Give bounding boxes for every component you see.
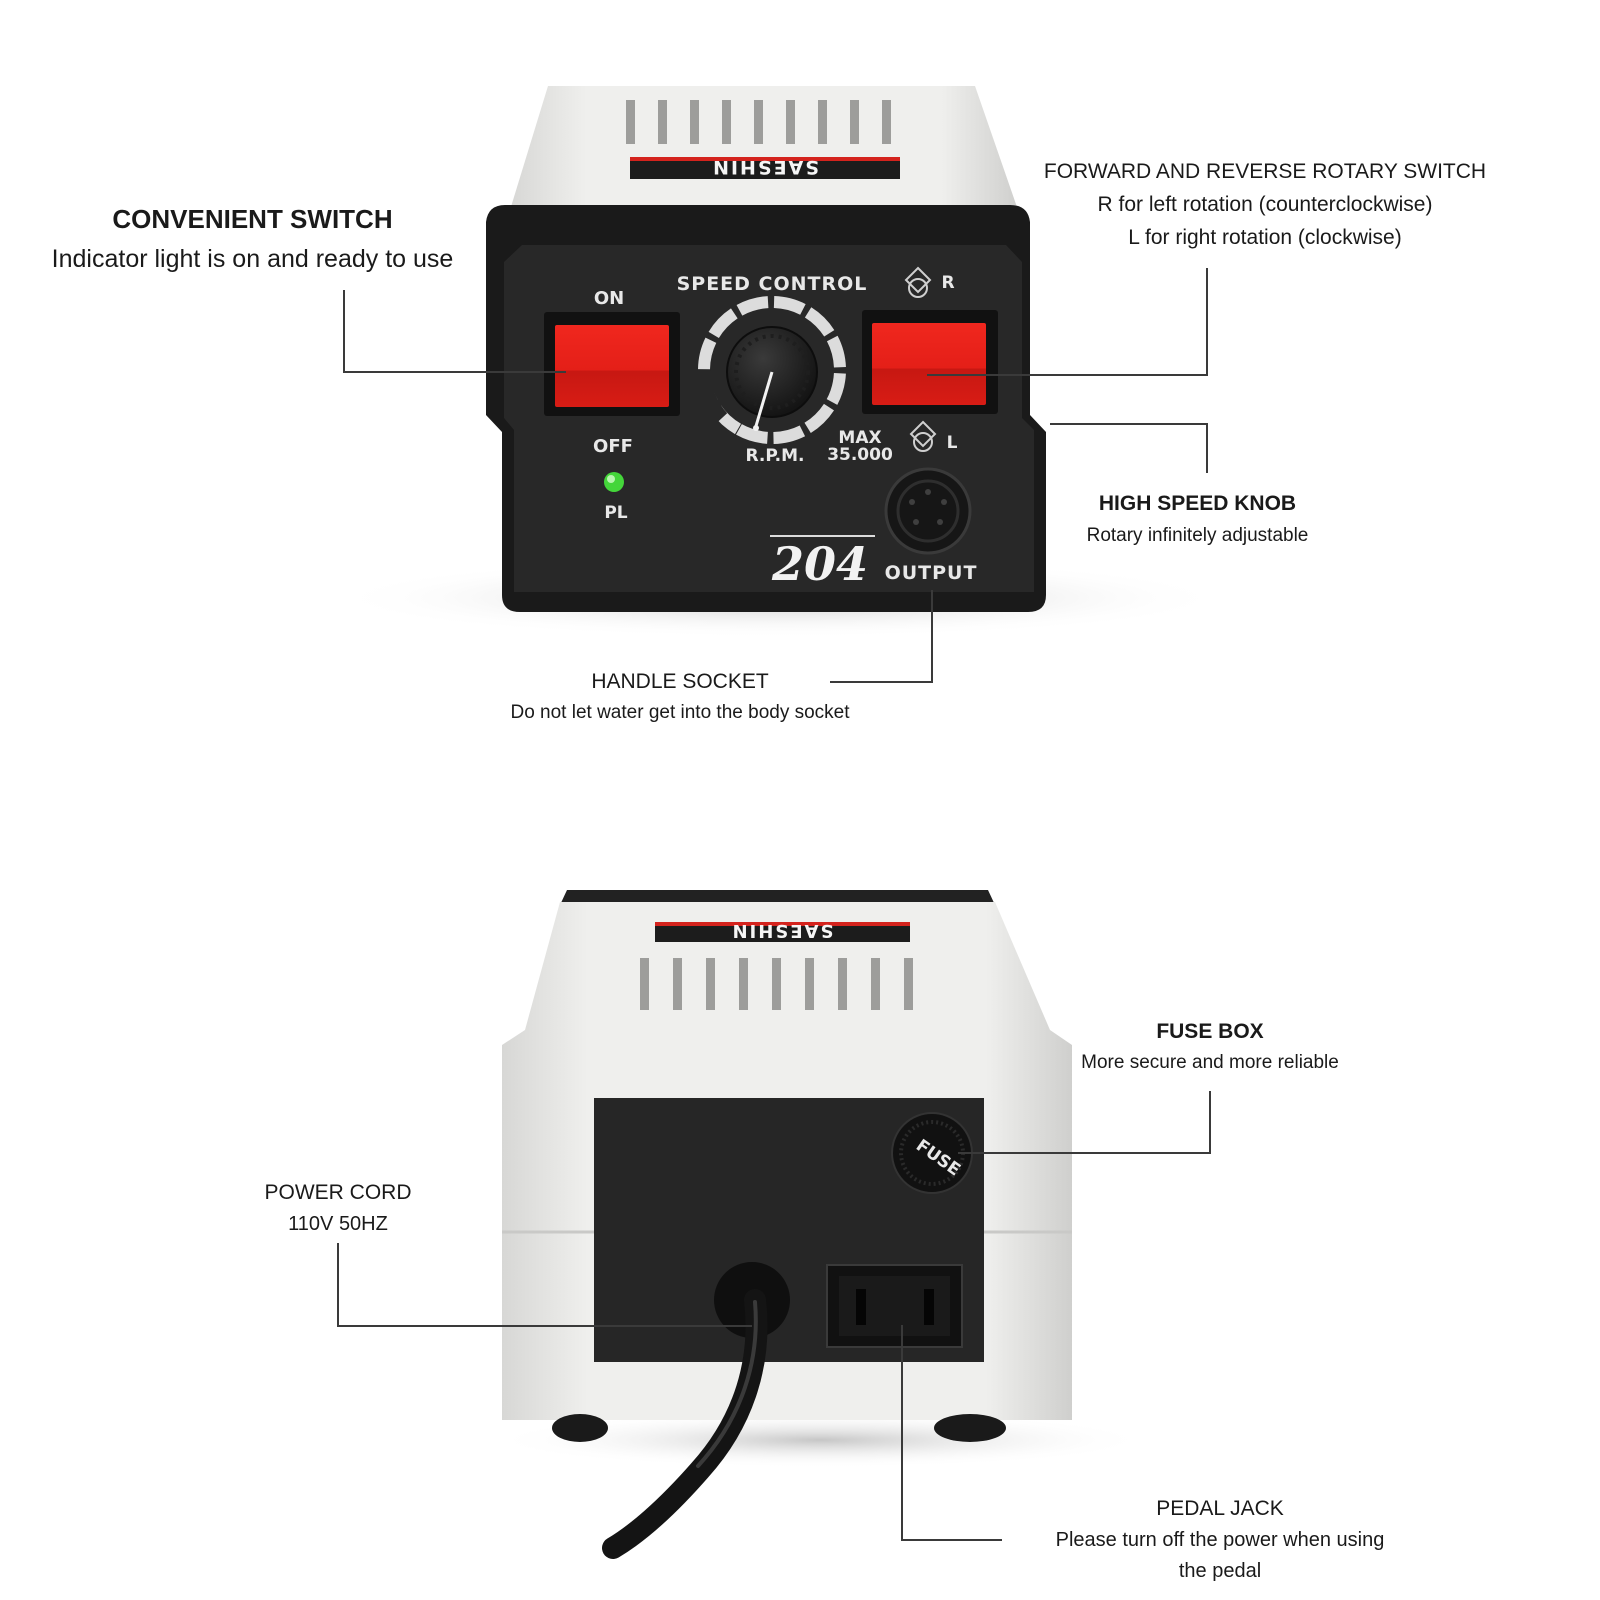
convenient-switch-desc: Indicator light is on and ready to use: [51, 245, 454, 273]
model-number: 204: [771, 537, 868, 591]
rear-foot-right: [934, 1414, 1006, 1442]
power-cord-highlight: [696, 1300, 758, 1468]
max-label: MAX: [838, 428, 881, 448]
rear-brand-text: SAESHIN: [731, 920, 834, 941]
speed-control-label: SPEED CONTROL: [677, 273, 868, 295]
leader-power-cord: [337, 1243, 752, 1327]
rotary-switch-title: FORWARD AND REVERSE ROTARY SWITCH: [1043, 160, 1487, 183]
speed-dial-scale: [697, 296, 846, 444]
speed-knob-pointer-dot: [753, 425, 759, 431]
pl-label: PL: [604, 503, 627, 523]
indicator-light: [604, 472, 624, 492]
handle-socket-pins: [909, 489, 947, 525]
off-label: OFF: [593, 436, 633, 457]
front-unit: SAESHIN ON OFF PL SPEED CONTROL R.P.M. M…: [330, 86, 1230, 638]
speed-knob-pointer: [754, 371, 774, 427]
front-vent-slots: [626, 100, 891, 144]
rpm-label: R.P.M.: [745, 446, 804, 466]
l-label: L: [947, 433, 958, 453]
leader-rotary-switch: [927, 268, 1208, 376]
speed-knob-title: HIGH SPEED KNOB: [1098, 492, 1297, 515]
pedal-jack-slot-left: [856, 1289, 866, 1325]
output-label: OUTPUT: [885, 562, 978, 584]
pedal-jack-title: PEDAL JACK: [1156, 1497, 1284, 1520]
handle-socket-title: HANDLE SOCKET: [591, 670, 769, 693]
indicator-light-glint: [607, 475, 615, 483]
pedal-jack-slot-right: [924, 1289, 934, 1325]
convenient-switch-title: CONVENIENT SWITCH: [112, 204, 393, 234]
rear-brand-label: SAESHIN: [655, 920, 910, 942]
rear-vent-slots: [640, 958, 913, 1010]
pedal-jack-line2: the pedal: [1178, 1560, 1262, 1582]
rotary-switch-line2: L for right rotation (clockwise): [1128, 226, 1402, 249]
leader-lines: [337, 268, 1211, 1541]
front-brand-text: SAESHIN: [711, 156, 819, 178]
fuse-box-desc: More secure and more reliable: [1081, 1052, 1339, 1073]
rear-unit: SAESHIN FUSE: [490, 890, 1150, 1559]
speed-knob-desc: Rotary infinitely adjustable: [1086, 525, 1309, 546]
leader-speed-knob: [1050, 423, 1208, 473]
rotation-r-icon: [904, 266, 932, 298]
r-label: R: [941, 273, 954, 293]
rear-foot-left: [552, 1414, 608, 1442]
front-brand-label: SAESHIN: [630, 156, 900, 179]
on-label: ON: [594, 288, 624, 309]
rotary-switch[interactable]: [872, 323, 986, 405]
rotary-switch-line1: R for left rotation (counterclockwise): [1097, 193, 1433, 216]
leader-fuse-box: [958, 1091, 1211, 1154]
power-cord-desc: 110V 50HZ: [288, 1213, 388, 1235]
pedal-jack-line1: Please turn off the power when using: [1055, 1529, 1385, 1551]
leader-handle-socket: [830, 590, 933, 683]
speed-knob-grip: [734, 334, 810, 410]
power-cord-title: POWER CORD: [264, 1181, 412, 1204]
leader-pedal-jack: [901, 1325, 1002, 1541]
leader-convenient-switch: [343, 290, 566, 373]
max-rpm-value: 35.000: [827, 445, 893, 465]
rear-housing-top-edge: [560, 890, 995, 905]
rotation-l-icon: [909, 420, 937, 452]
power-switch[interactable]: [555, 325, 669, 407]
handle-socket-desc: Do not let water get into the body socke…: [510, 702, 850, 723]
handle-socket-ring: [896, 479, 960, 543]
fuse-box-title: FUSE BOX: [1156, 1020, 1264, 1043]
